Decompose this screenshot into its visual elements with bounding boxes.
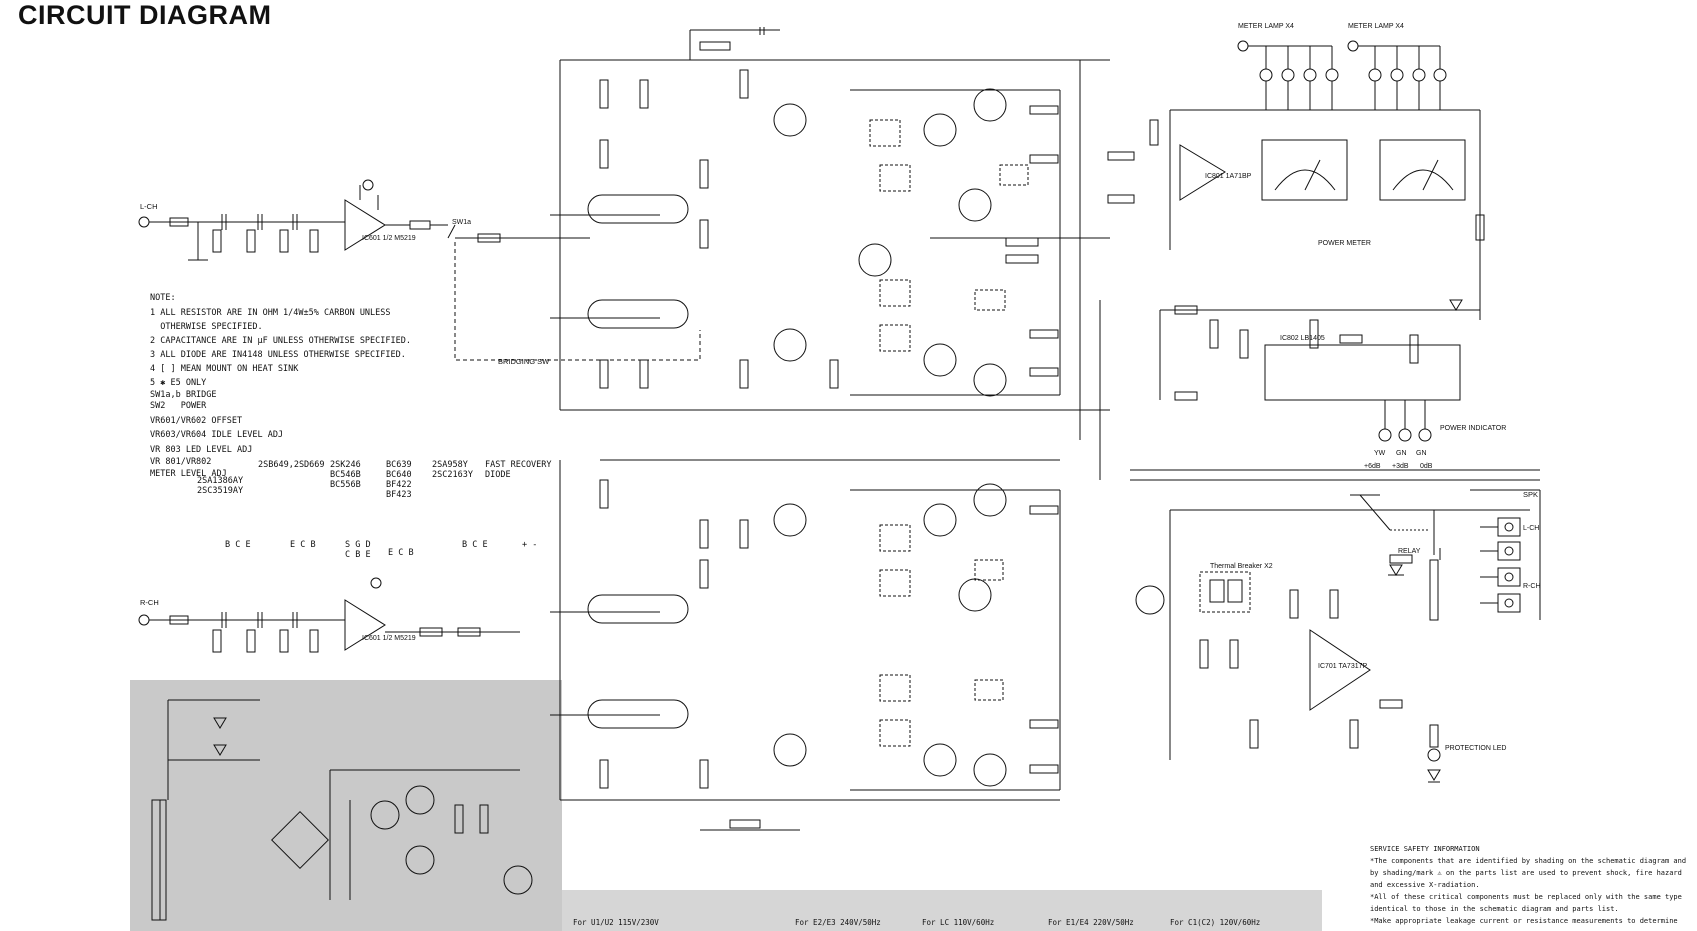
pinout-2-pins: E C B — [290, 540, 316, 550]
transformer-taps-shaded-area — [562, 890, 1322, 931]
pinout-6-parts: FAST RECOVERY DIODE — [485, 460, 552, 480]
led-level-6db: +6dB — [1364, 463, 1381, 470]
led-level-3db: +3dB — [1392, 463, 1409, 470]
meter-lamp-left-label: METER LAMP X4 — [1238, 23, 1294, 30]
adjust-line-4: VR 801/VR802 — [150, 457, 212, 467]
protection-led-label: PROTECTION LED — [1445, 745, 1506, 752]
led-color-gn-1: GN — [1396, 450, 1407, 457]
speaker-right-label: R-CH — [1523, 583, 1541, 590]
power-indicator-label: POWER INDICATOR — [1440, 425, 1506, 432]
safety-line-5: identical to those in the schematic diag… — [1370, 905, 1619, 913]
tap-e2-e3: For E2/E3 240V/50Hz — [795, 918, 881, 927]
pinout-4-parts: BC639 BC640 BF422 BF423 — [386, 460, 412, 500]
power-supply-shaded-area — [130, 680, 562, 931]
ic601-left-label: IC601 1/2 M5219 — [362, 235, 416, 242]
note-line-2: OTHERWISE SPECIFIED. — [150, 322, 263, 332]
pinout-2-parts: 2SB649,2SD669 — [258, 460, 325, 470]
bridging-switch-label: BRIDGING SW — [498, 357, 550, 366]
pinout-3-pins: S G D C B E — [345, 540, 371, 560]
pinout-5-parts: 2SA958Y 2SC2163Y — [432, 460, 473, 480]
speaker-label: SPK — [1523, 490, 1538, 499]
notes-heading: NOTE: — [150, 293, 176, 303]
pinout-1-pins: B C E — [225, 540, 251, 550]
note-line-5: 4 [ ] MEAN MOUNT ON HEAT SINK — [150, 364, 299, 374]
led-color-gn-2: GN — [1416, 450, 1427, 457]
pinout-1-parts: 2SA1386AY 2SC3519AY — [197, 476, 244, 496]
sw1a-label: SW1a — [452, 219, 471, 226]
safety-heading: SERVICE SAFETY INFORMATION — [1370, 845, 1480, 853]
ic801-label: IC801 1A71BP — [1205, 173, 1252, 180]
pinout-6-pins: + - — [522, 540, 538, 550]
adjust-line-5: METER LEVEL ADJ — [150, 469, 227, 479]
adjust-line-1: VR601/VR602 OFFSET — [150, 416, 243, 426]
note-line-4: 3 ALL DIODE ARE IN4148 UNLESS OTHERWISE … — [150, 350, 406, 360]
page-title: CIRCUIT DIAGRAM — [18, 0, 272, 30]
left-channel-label: L-CH — [140, 202, 158, 211]
relay-label: RELAY — [1398, 548, 1421, 555]
tap-e1-e4: For E1/E4 220V/50Hz — [1048, 918, 1134, 927]
tap-u1-u2: For U1/U2 115V/230V — [573, 918, 659, 927]
pinout-3-parts: 2SK246 BC546B BC556B — [330, 460, 361, 490]
led-level-0db: 0dB — [1420, 463, 1433, 470]
note-line-6: 5 ✱ E5 ONLY — [150, 378, 207, 388]
safety-line-4: *All of these critical components must b… — [1370, 893, 1682, 901]
pinout-5-pins: B C E — [462, 540, 488, 550]
ic802-label: IC802 LB1405 — [1280, 335, 1325, 342]
safety-line-3: and excessive X-radiation. — [1370, 881, 1480, 889]
note-line-7: SW1a,b BRIDGE — [150, 390, 217, 400]
tap-c1-c2: For C1(C2) 120V/60Hz — [1170, 918, 1261, 927]
note-line-1: 1 ALL RESISTOR ARE IN OHM 1/4W±5% CARBON… — [150, 308, 391, 318]
adjust-line-3: VR 803 LED LEVEL ADJ — [150, 445, 253, 455]
safety-line-6: *Make appropriate leakage current or res… — [1370, 917, 1678, 925]
right-channel-label: R-CH — [140, 598, 159, 607]
adjust-line-2: VR603/VR604 IDLE LEVEL ADJ — [150, 430, 284, 440]
power-meter-label: POWER METER — [1318, 240, 1371, 247]
note-line-8: SW2 POWER — [150, 401, 207, 411]
thermal-breaker-label: Thermal Breaker X2 — [1210, 563, 1273, 570]
pinout-4-pins: E C B — [388, 548, 414, 558]
led-color-yw: YW — [1374, 450, 1386, 457]
meter-lamp-right-label: METER LAMP X4 — [1348, 23, 1404, 30]
safety-line-2: by shading/mark ⚠ on the parts list are … — [1370, 869, 1682, 877]
tap-lc: For LC 110V/60Hz — [922, 918, 995, 927]
service-safety-information: SERVICE SAFETY INFORMATION *The componen… — [1370, 843, 1692, 927]
safety-line-1: *The components that are identified by s… — [1370, 857, 1687, 865]
note-line-3: 2 CAPACITANCE ARE IN μF UNLESS OTHERWISE… — [150, 336, 411, 346]
ic701-label: IC701 TA7317P — [1318, 663, 1367, 670]
speaker-left-label: L-CH — [1523, 525, 1539, 532]
ic601-right-label: IC601 1/2 M5219 — [362, 635, 416, 642]
